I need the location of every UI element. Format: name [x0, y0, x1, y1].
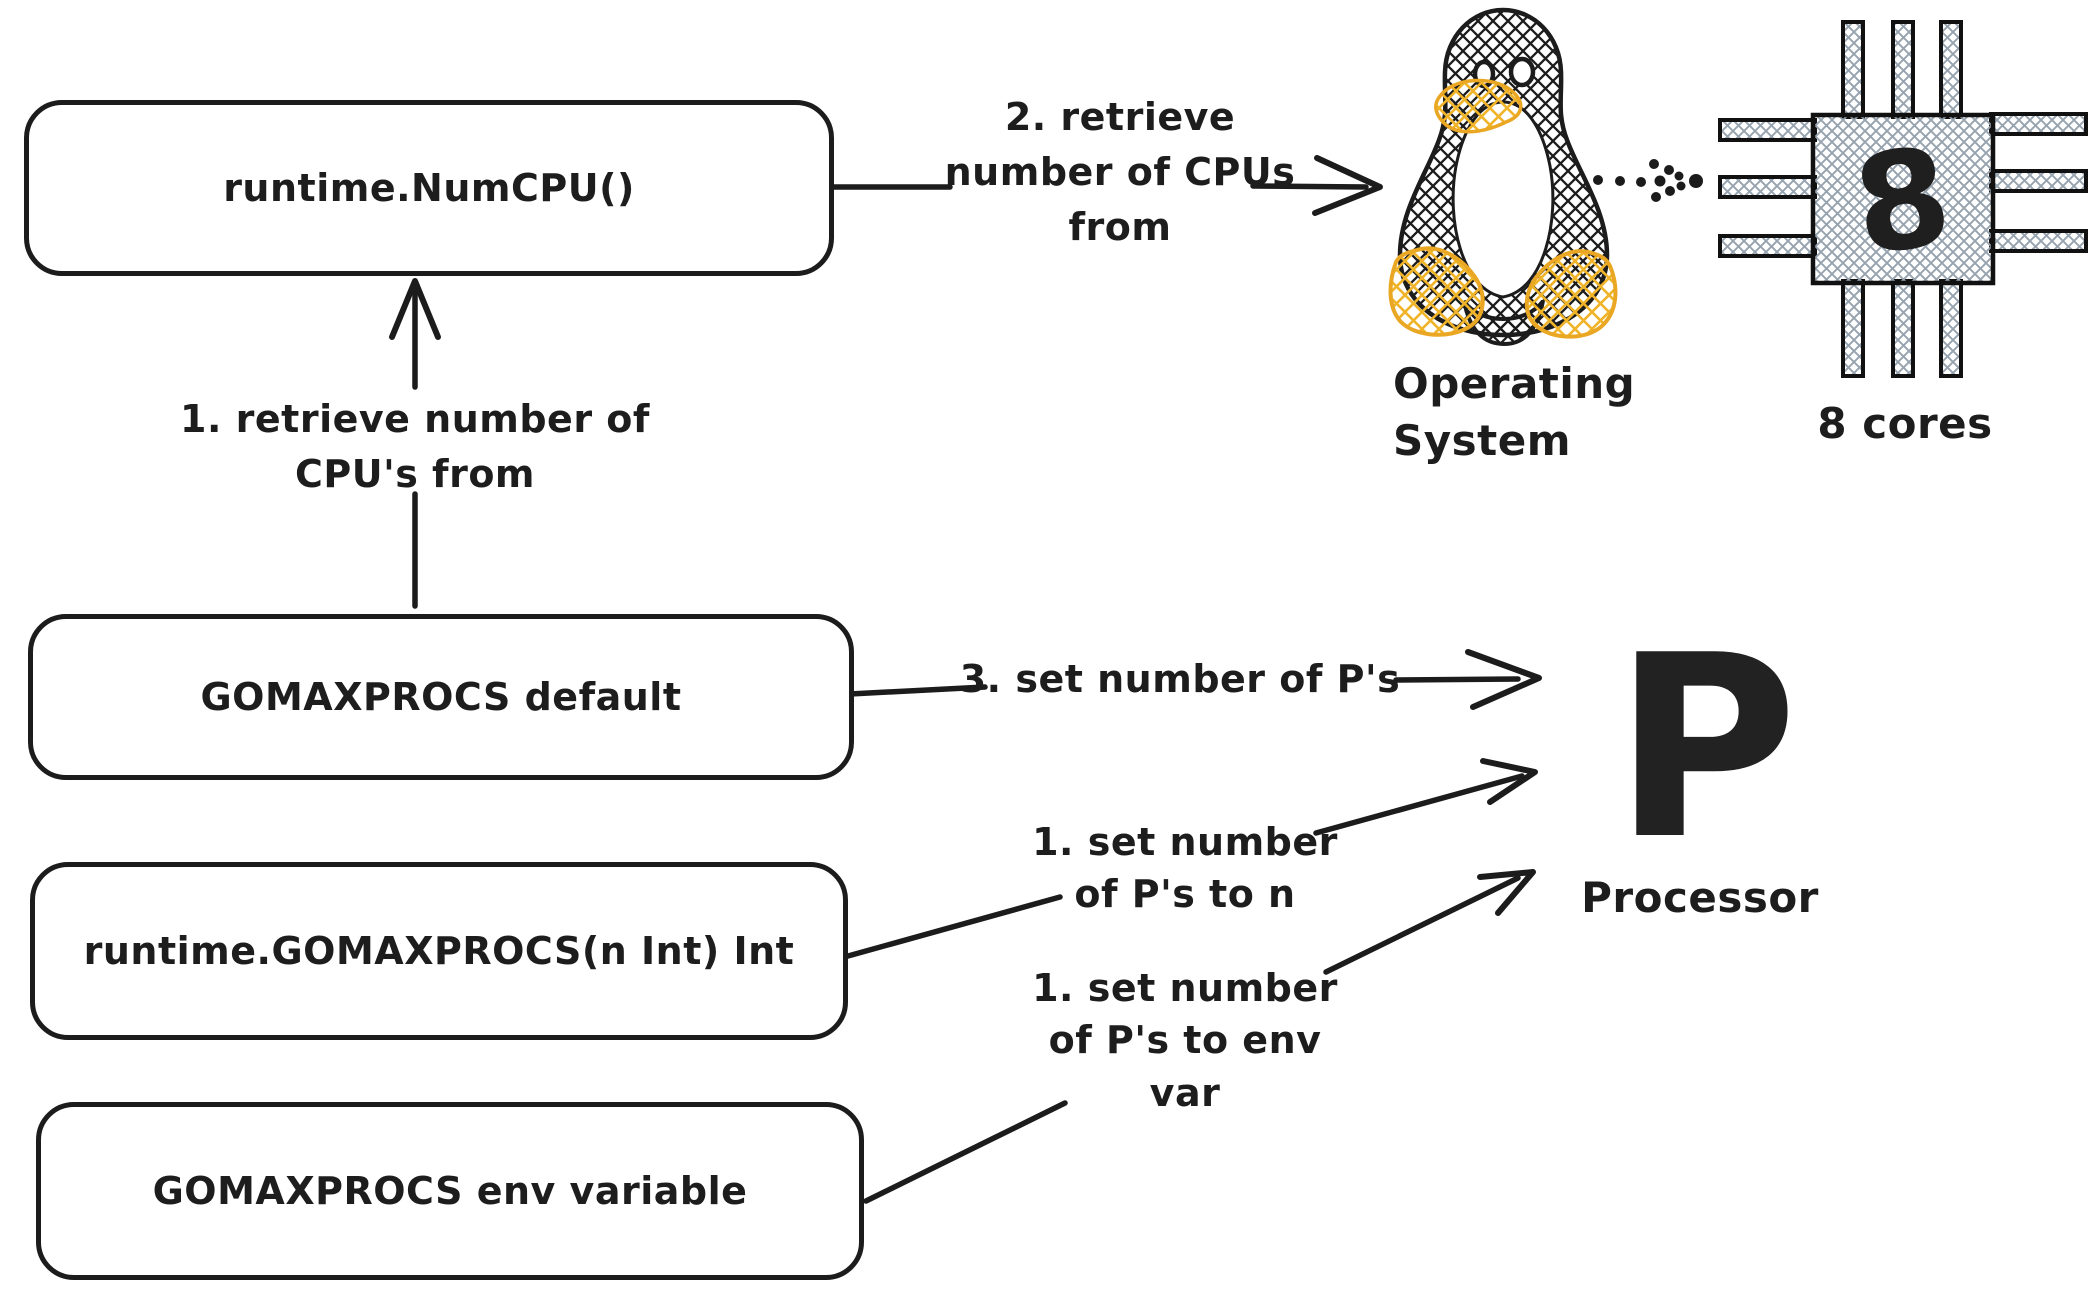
node-gomaxprocs-func: runtime.GOMAXPROCS(n Int) Int	[30, 862, 848, 1040]
processor-symbol: P	[1613, 602, 1798, 895]
node-gomaxprocs-func-label: runtime.GOMAXPROCS(n Int) Int	[83, 929, 795, 973]
arrow-numcpu-to-os	[829, 155, 1383, 216]
arrow-env-to-processor	[863, 869, 1536, 1204]
node-gomaxprocs-env: GOMAXPROCS env variable	[36, 1102, 864, 1280]
annotation-retrieve-cpus-from-os: 2. retrieve number of CPUs from	[944, 95, 1296, 250]
operating-system-caption: Operating System	[1393, 359, 1636, 465]
node-gomaxprocs-default: GOMAXPROCS default	[28, 614, 854, 780]
cores-caption: 8 cores	[1817, 399, 1993, 448]
node-gomaxprocs-default-label: GOMAXPROCS default	[200, 675, 682, 719]
dotted-arrow-os-to-chip	[1593, 159, 1703, 202]
annotation-retrieve-cpus-from-numcpu: 1. retrieve number of CPU's from	[180, 397, 650, 497]
node-runtime-numcpu-label: runtime.NumCPU()	[223, 166, 635, 210]
annotation-set-ps-to-env: 1. set number of P's to env var	[1032, 966, 1338, 1115]
node-gomaxprocs-env-label: GOMAXPROCS env variable	[152, 1169, 748, 1213]
annotation-set-ps-to-n: 1. set number of P's to n	[1032, 820, 1338, 917]
linux-tux-icon	[1388, 7, 1618, 347]
arrow-func-to-processor	[845, 758, 1538, 959]
processor-caption: Processor	[1581, 873, 1819, 922]
core-count-value: 8	[1845, 117, 1960, 286]
arrow-default-to-numcpu	[389, 278, 441, 609]
arrow-default-to-processor	[847, 649, 1542, 710]
node-runtime-numcpu: runtime.NumCPU()	[24, 100, 834, 276]
annotation-set-default-ps: 3. set number of P's	[959, 657, 1401, 701]
cpu-chip-icon: 8	[1718, 20, 2088, 378]
